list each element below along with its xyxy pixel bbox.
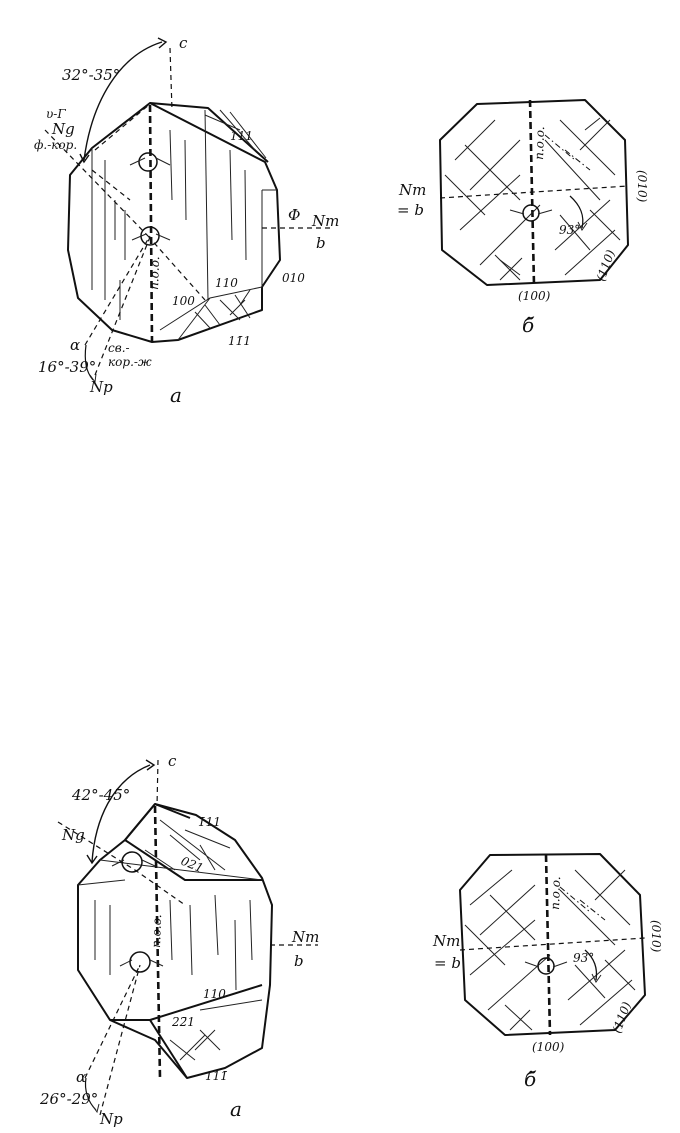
top-crystal-np-color-1: св.- <box>108 341 130 355</box>
top-crystal-panel-label: а <box>170 383 182 407</box>
top-crystal-face-11bar: 11̄1 <box>228 334 251 348</box>
bottom-crystal-ng-label: Ng <box>61 826 85 844</box>
top-section-nm-label: Nm <box>398 181 426 199</box>
top-crystal-nm-label: Nm <box>311 212 339 230</box>
bottom-crystal-b-label: b <box>294 952 304 970</box>
bottom-crystal-drawing <box>58 760 318 1115</box>
top-crystal-c-axis-label: c <box>179 34 188 52</box>
bottom-crystal-np-label: Np <box>99 1110 123 1128</box>
top-crystal-b-label: b <box>316 234 326 252</box>
top-crystal-alpha-label: α <box>70 336 80 354</box>
top-crystal-np-color-2: кор.-ж <box>108 355 152 369</box>
top-section-angle-label: 93° <box>559 223 580 237</box>
top-section-face-100: (100) <box>518 289 551 303</box>
top-section-eq-b-label: = b <box>397 201 424 219</box>
bottom-crystal-face-11bar: 111̄ <box>205 1069 228 1083</box>
top-section-optic-plane-label: п.о.о. <box>532 126 547 160</box>
bottom-crystal-alpha-label: α <box>76 1068 86 1086</box>
top-crystal-angle-a-np: 16°-39° <box>38 358 96 376</box>
bottom-section-face-010: (010) <box>649 920 663 953</box>
top-crystal-angle-c-ng: 32°-35° <box>62 66 120 84</box>
bottom-section-face-110: (110) <box>610 1000 634 1035</box>
bottom-crystal-c-axis-label: c <box>168 752 177 770</box>
bottom-crystal-face-221: 22̄1 <box>171 1015 195 1029</box>
bottom-section-eq-b-label: = b <box>434 954 461 972</box>
bottom-crystal-face-021: 021 <box>179 854 205 876</box>
top-crystal-phi-label: Ф <box>288 206 300 224</box>
top-crystal-ng-label: Ng <box>51 120 75 138</box>
bottom-crystal-face-110: 110 <box>203 987 226 1001</box>
top-crystal-face-110: 110 <box>215 276 238 290</box>
bottom-crystal-optic-plane-label: п.о.о. <box>149 914 164 948</box>
bottom-section-optic-plane-label: п.о.о. <box>548 876 563 910</box>
bottom-section-nm-label: Nm <box>432 932 460 950</box>
top-section-face-010: (010) <box>635 170 649 203</box>
top-crystal-ng-color-prefix: υ-Γ <box>46 107 66 121</box>
top-section-face-110: (110) <box>594 248 618 283</box>
top-section-panel-label: б̃ <box>522 313 535 337</box>
bottom-crystal-angle-c-ng: 42°-45° <box>71 786 130 804</box>
top-crystal-np-label: Np <box>89 378 113 396</box>
top-crystal-optic-plane-label: п.о.о. <box>147 256 162 290</box>
top-crystal-face-111: 111 <box>230 129 253 143</box>
bottom-crystal-face-111: 1̄11 <box>198 815 221 829</box>
top-crystal-face-010: 010 <box>282 271 305 285</box>
bottom-crystal-panel-label: а <box>230 1097 242 1121</box>
bottom-section-angle-label: 93° <box>573 951 594 965</box>
bottom-crystal-angle-a-np: 26°-29° <box>39 1090 98 1108</box>
bottom-crystal-nm-label: Nm <box>291 928 319 946</box>
bottom-section-face-100: (100) <box>532 1040 565 1054</box>
bottom-section-panel-label: б̃ <box>524 1067 537 1091</box>
top-crystal-face-100: 100 <box>172 294 195 308</box>
top-crystal-ng-color: ф.-кор. <box>34 138 77 152</box>
